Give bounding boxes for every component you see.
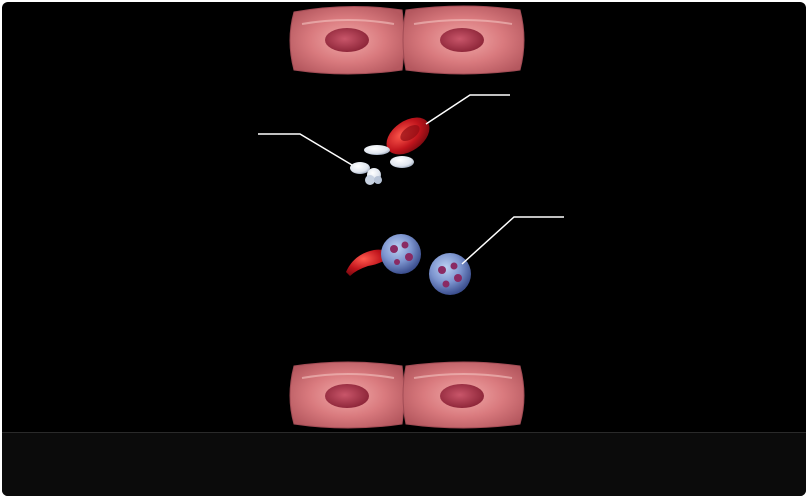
platelet-icon — [364, 145, 390, 155]
endothelial-cell-icon — [289, 361, 405, 429]
blood-vessel-diagram — [258, 5, 564, 429]
diagram-stage — [2, 2, 806, 432]
white-blood-cell-icon — [381, 234, 421, 274]
endothelial-cell-icon — [289, 5, 405, 75]
caption-bar — [2, 432, 806, 496]
endothelium-bottom — [289, 361, 525, 429]
white-blood-cell-icon — [429, 253, 471, 295]
white-blood-cell-leader-line — [461, 216, 564, 265]
endothelial-cell-icon — [402, 5, 525, 75]
red-blood-cell-leader-line — [425, 94, 510, 125]
platelet-icon — [390, 156, 414, 168]
platelet-icon — [365, 168, 382, 185]
platelet-group — [350, 145, 414, 185]
red-blood-cell-icon — [346, 249, 390, 276]
platelet-leader-line — [258, 133, 353, 166]
red-blood-cell-icon — [386, 117, 430, 155]
platelet-icon — [350, 162, 370, 174]
leader-lines — [258, 94, 564, 265]
endothelial-cell-icon — [402, 361, 525, 429]
endothelium-top — [289, 5, 525, 75]
